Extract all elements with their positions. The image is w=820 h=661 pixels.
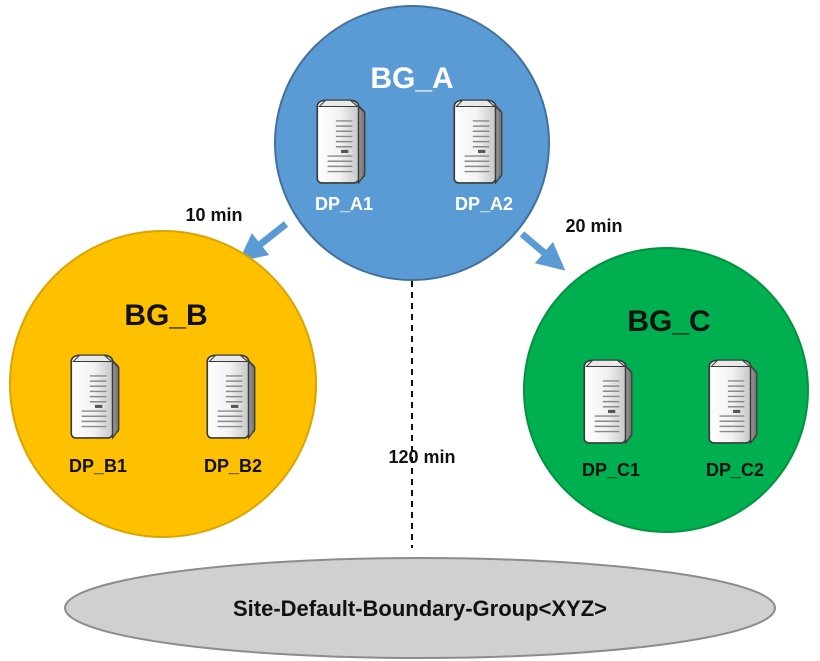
- server-label-dp-b1: DP_B1: [69, 456, 127, 476]
- server-tower-icon: [453, 99, 503, 184]
- server-tower-icon: [316, 99, 366, 184]
- edge-a-to-site-label: 120 min: [388, 447, 455, 467]
- boundary-group-a: BG_A DP_A1 DP_A2: [274, 5, 550, 281]
- edge-a-to-c-label: 20 min: [565, 216, 622, 236]
- server-tower-icon: [206, 354, 256, 439]
- server-label-dp-b2: DP_B2: [204, 456, 262, 476]
- boundary-group-b: BG_B DP_B1 DP_B2: [9, 230, 317, 538]
- boundary-group-a-title: BG_A: [370, 62, 453, 95]
- edge-a-to-b-label: 10 min: [185, 205, 242, 225]
- boundary-group-a-circle: [274, 5, 550, 281]
- edge-a-to-c-arrow: [519, 231, 566, 271]
- server-label-dp-c2: DP_C2: [706, 460, 764, 480]
- edge-a-to-b-arrow: [238, 221, 289, 262]
- server-label-dp-a1: DP_A1: [315, 194, 373, 214]
- server-tower-icon: [708, 359, 758, 444]
- site-default-boundary-group-ellipse: [64, 557, 776, 659]
- boundary-group-c: BG_C DP_C1 DP_C2: [523, 247, 809, 533]
- server-tower-icon: [583, 359, 633, 444]
- boundary-group-c-circle: [523, 247, 809, 533]
- boundary-group-b-circle: [9, 230, 317, 538]
- boundary-group-c-title: BG_C: [627, 305, 710, 338]
- server-label-dp-c1: DP_C1: [582, 460, 640, 480]
- server-tower-icon: [70, 354, 120, 439]
- boundary-group-b-title: BG_B: [124, 299, 207, 332]
- site-default-boundary-group-label: Site-Default-Boundary-Group<XYZ>: [233, 596, 607, 621]
- server-label-dp-a2: DP_A2: [455, 194, 513, 214]
